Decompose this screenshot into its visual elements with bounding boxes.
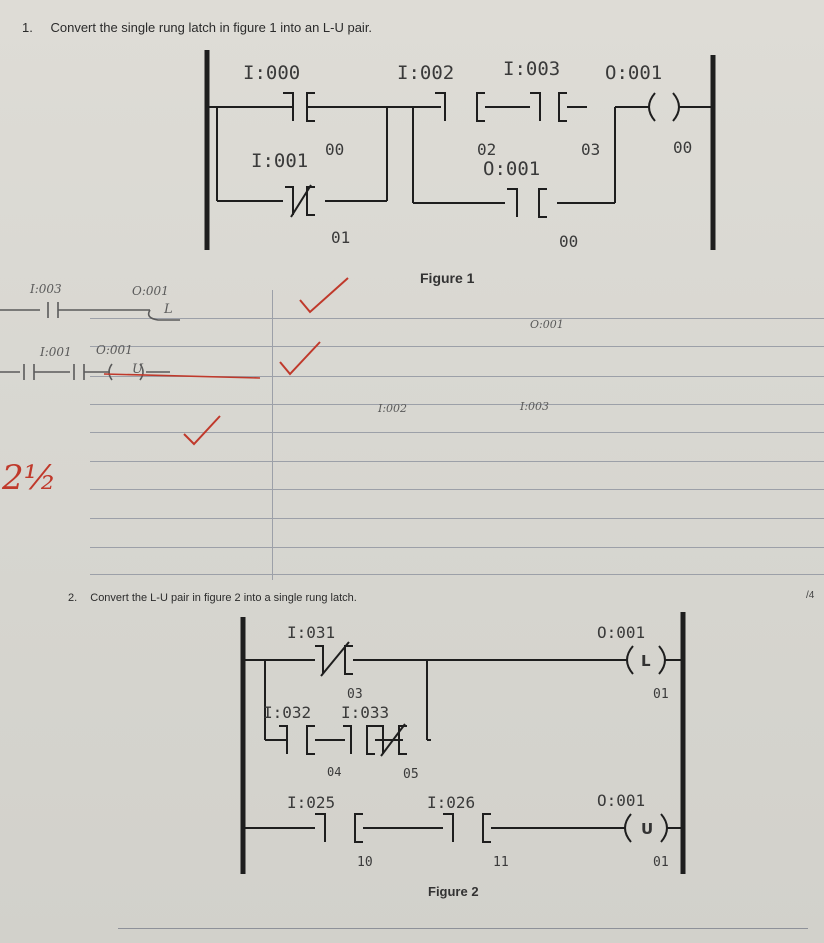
figure-1-caption: Figure 1 xyxy=(420,270,475,286)
contact-i002 xyxy=(435,92,485,122)
answer-margin-line xyxy=(272,290,273,580)
label-i003: I:003 xyxy=(503,58,560,80)
bit-i003: 03 xyxy=(581,140,600,159)
figure-2-ladder: I:031 03 I:032 04 I:033 05 I:025 10 I:02… xyxy=(240,612,686,874)
check-mark-icon xyxy=(279,341,321,376)
bit-i001: 01 xyxy=(331,228,350,247)
label-i026: I:026 xyxy=(427,793,475,812)
label-i002: I:002 xyxy=(397,62,454,84)
label-o001-seal: O:001 xyxy=(483,158,540,180)
check-mark-icon xyxy=(299,277,349,314)
note-o001-unlatch: O:001 xyxy=(96,343,133,357)
label-i031: I:031 xyxy=(287,623,335,642)
answer-line xyxy=(118,928,808,929)
contact-o001-seal xyxy=(507,188,547,218)
contact-i003 xyxy=(530,92,567,122)
note-mid-i003: I:003 xyxy=(520,400,550,413)
coil-o001-latch xyxy=(620,645,675,675)
bit-i002: 02 xyxy=(477,140,496,159)
check-mark-icon xyxy=(183,415,221,446)
label-i032: I:032 xyxy=(263,703,311,722)
label-i000: I:000 xyxy=(243,62,300,84)
bit-coil-o001: 00 xyxy=(673,138,692,157)
question-2-marks: /4 xyxy=(806,590,815,601)
note-o001-latch: O:001 xyxy=(132,284,169,298)
question-2-number: 2. xyxy=(68,592,78,604)
note-i001: I:001 xyxy=(40,345,72,359)
answer-line xyxy=(90,547,824,548)
contact-i031 xyxy=(315,641,353,677)
contact-i025 xyxy=(315,813,363,843)
grading-marks xyxy=(183,277,349,446)
label-coil-o001: O:001 xyxy=(605,62,662,84)
note-mid-i002: I:002 xyxy=(378,402,408,415)
question-1-number: 1. xyxy=(22,20,33,35)
bit-i026: 11 xyxy=(493,855,509,870)
figure-2-caption: Figure 2 xyxy=(428,884,479,899)
coil-latch-letter: L xyxy=(641,652,651,670)
note-unlatch-letter: U xyxy=(132,362,143,377)
note-mid-o001: O:001 xyxy=(530,318,564,331)
label-coil-latch: O:001 xyxy=(597,623,645,642)
handwritten-answer-ladder xyxy=(0,302,261,381)
answer-line xyxy=(90,432,824,433)
label-i025: I:025 xyxy=(287,793,335,812)
answer-line xyxy=(90,489,824,490)
question-1-text: Convert the single rung latch in figure … xyxy=(50,20,373,35)
note-latch-letter: L xyxy=(164,302,173,317)
label-i001: I:001 xyxy=(251,150,308,172)
answer-line xyxy=(90,376,824,377)
label-i033: I:033 xyxy=(341,703,389,722)
bit-coil-latch: 01 xyxy=(653,687,669,702)
answer-line xyxy=(90,346,824,347)
bit-i033: 05 xyxy=(403,767,419,782)
handwritten-score: 2½ xyxy=(2,458,57,498)
coil-unlatch-letter: U xyxy=(641,820,653,838)
bit-i031: 03 xyxy=(347,687,363,702)
label-coil-unlatch: O:001 xyxy=(597,791,645,810)
bit-i032: 04 xyxy=(327,765,341,779)
coil-o001-unlatch xyxy=(605,813,675,843)
contact-i001 xyxy=(285,184,315,218)
answer-line xyxy=(90,461,824,462)
contact-i032 xyxy=(279,725,315,755)
contact-i026 xyxy=(443,813,491,843)
answer-line xyxy=(90,318,824,319)
answer-line xyxy=(90,404,824,405)
bit-coil-unlatch: 01 xyxy=(653,855,669,870)
question-1: 1. Convert the single rung latch in figu… xyxy=(22,20,372,35)
answer-line xyxy=(90,518,824,519)
answer-line xyxy=(90,574,824,575)
bit-o001-seal: 00 xyxy=(559,232,578,251)
figure-1-ladder: I:000 00 I:001 01 I:002 02 I:003 03 O:00… xyxy=(204,50,716,251)
coil-o001 xyxy=(640,92,685,122)
question-2-text: Convert the L-U pair in figure 2 into a … xyxy=(90,592,357,604)
bit-i025: 10 xyxy=(357,855,373,870)
contact-i033-no xyxy=(343,725,375,755)
bit-i000: 00 xyxy=(325,140,344,159)
note-i003: I:003 xyxy=(30,282,62,296)
question-2: 2. Convert the L-U pair in figure 2 into… xyxy=(68,592,357,604)
contact-i033 xyxy=(375,723,407,757)
